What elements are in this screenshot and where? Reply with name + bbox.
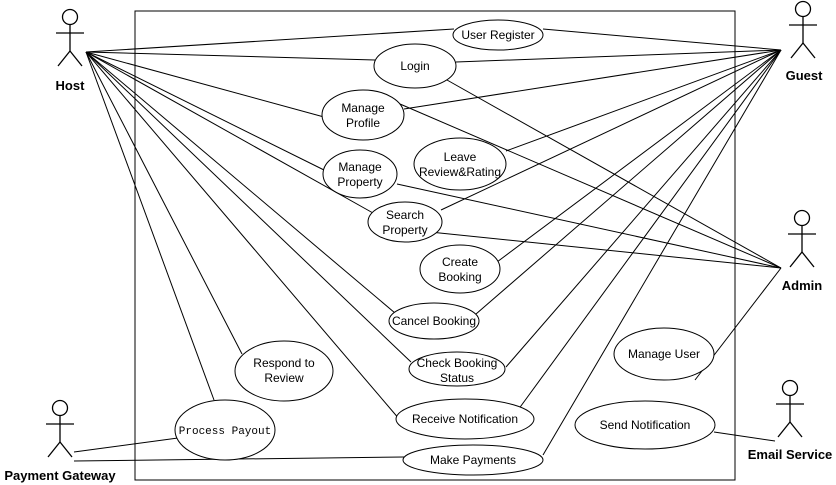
use-case-manage-profile[interactable]: Manage Profile (321, 89, 405, 141)
use-case-manage-user[interactable]: Manage User (613, 327, 715, 381)
guest-leave-review-line (505, 49, 782, 152)
actor-email-service[interactable]: Email Service (748, 379, 833, 463)
host-search-property-line (85, 51, 374, 214)
use-case-manage-user-label: Manage User (628, 347, 700, 361)
guest-manage-profile-line (403, 49, 782, 110)
actor-admin[interactable]: Admin (782, 209, 823, 294)
use-case-leave-review-label-1: Leave (444, 150, 477, 164)
actor-email-service-label: Email Service (748, 447, 833, 462)
use-case-check-booking-label-2: Status (440, 371, 474, 385)
use-case-search-property-label-1: Search (386, 208, 424, 222)
use-case-check-booking-label-1: Check Booking (417, 356, 498, 370)
use-case-create-booking-label-2: Booking (438, 270, 481, 284)
actor-payment-gateway-label: Payment Gateway (4, 468, 116, 483)
use-case-manage-property-label-1: Manage (338, 160, 382, 174)
actor-host[interactable]: Host (56, 8, 86, 94)
guest-create-booking-line (496, 49, 782, 263)
host-manage-profile-line (85, 51, 325, 118)
host-manage-property-line (85, 51, 325, 171)
associations (73, 28, 782, 462)
use-case-cancel-booking-label: Cancel Booking (392, 314, 476, 328)
guest-search-property-line (440, 49, 782, 211)
stick-figure-icon (788, 209, 816, 268)
use-case-respond-review-label-1: Respond to (253, 356, 315, 370)
actor-admin-label: Admin (782, 278, 823, 293)
use-case-manage-property-label-2: Property (337, 175, 382, 189)
host-user-register-line (85, 28, 455, 53)
use-case-search-property-label-2: Property (382, 223, 427, 237)
actor-guest-label: Guest (786, 68, 824, 83)
use-case-respond-review[interactable]: Respond to Review (234, 340, 334, 402)
admin-login-line (446, 79, 782, 269)
use-case-send-notification[interactable]: Send Notification (574, 400, 716, 450)
guest-receive-notification-line (517, 49, 782, 411)
use-case-search-property[interactable]: Search Property (367, 201, 443, 243)
stick-figure-icon (56, 8, 84, 67)
email-send-notification-line (713, 431, 776, 442)
actor-host-label: Host (56, 78, 86, 93)
host-login-line (85, 51, 376, 61)
host-process-payout-line (85, 51, 215, 401)
host-receive-notification-line (85, 51, 401, 421)
stick-figure-icon (789, 0, 817, 59)
use-case-receive-notification-label: Receive Notification (412, 412, 518, 426)
use-case-process-payout-label: Process Payout (179, 426, 271, 438)
stick-figure-icon (46, 399, 74, 458)
use-case-create-booking-label-1: Create (442, 255, 478, 269)
system-boundary (134, 10, 736, 481)
use-case-process-payout[interactable]: Process Payout (174, 399, 276, 461)
use-case-cancel-booking[interactable]: Cancel Booking (388, 302, 480, 340)
actor-guest[interactable]: Guest (786, 0, 824, 84)
use-case-send-notification-label: Send Notification (600, 418, 691, 432)
payment-process-payout-line (73, 437, 179, 453)
use-case-login[interactable]: Login (373, 43, 457, 89)
use-case-receive-notification[interactable]: Receive Notification (395, 398, 535, 440)
use-case-leave-review-label-2: Review&Rating (419, 165, 501, 179)
use-cases: User Register Login Manage Profile Leave… (174, 19, 716, 476)
use-case-create-booking[interactable]: Create Booking (419, 244, 501, 294)
use-case-login-label: Login (400, 59, 429, 73)
use-case-make-payments[interactable]: Make Payments (402, 444, 544, 476)
admin-manage-profile-line (399, 103, 782, 269)
use-case-check-booking-status[interactable]: Check Booking Status (408, 351, 506, 387)
use-case-user-register-label: User Register (461, 28, 534, 42)
guest-make-payments-line (542, 49, 782, 456)
admin-search-property-line (429, 231, 782, 269)
use-case-manage-profile-label-2: Profile (346, 116, 380, 130)
use-case-manage-profile-label-1: Manage (341, 101, 385, 115)
use-case-make-payments-label: Make Payments (430, 453, 516, 467)
admin-manage-property-line (396, 183, 782, 269)
actor-payment-gateway[interactable]: Payment Gateway (4, 399, 116, 484)
stick-figure-icon (776, 379, 804, 438)
host-cancel-booking-line (85, 51, 396, 314)
guest-user-register-line (542, 28, 782, 51)
use-case-user-register[interactable]: User Register (452, 19, 544, 51)
guest-login-line (455, 49, 782, 63)
use-case-leave-review[interactable]: Leave Review&Rating (413, 137, 507, 191)
use-case-respond-review-label-2: Review (264, 371, 304, 385)
host-respond-review-line (85, 51, 243, 355)
host-check-booking-line (85, 51, 412, 363)
use-case-manage-property[interactable]: Manage Property (322, 149, 398, 199)
